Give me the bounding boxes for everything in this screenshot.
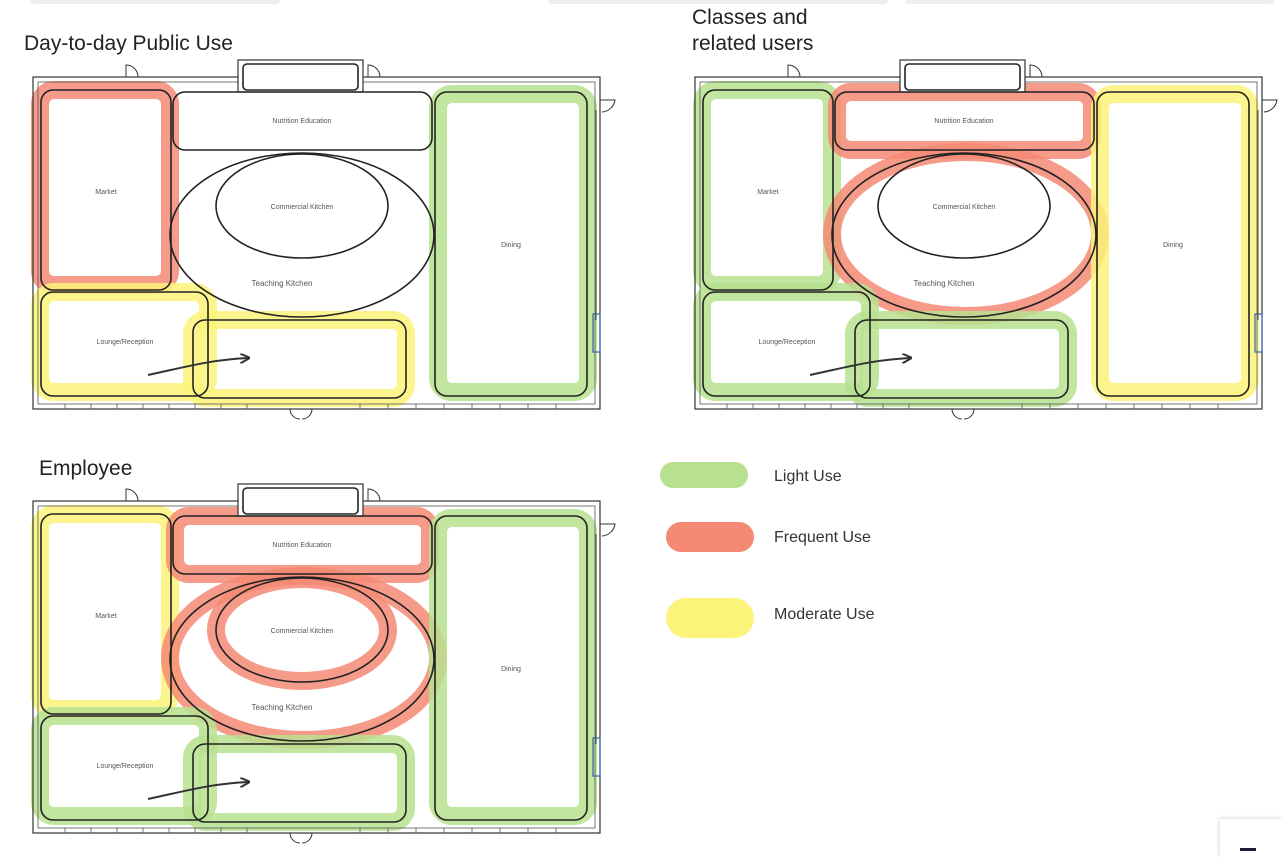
- door-icon: [289, 832, 313, 844]
- plan-title-classes: Classes and related users: [692, 6, 814, 55]
- room-corridor: [854, 319, 1069, 399]
- room-lounge-reception: [702, 291, 871, 397]
- room-lounge-reception: [40, 291, 209, 397]
- room-commercial-kitchen: [877, 153, 1051, 259]
- heat-market-frequent: [31, 81, 179, 294]
- legend-label-moderate: Moderate Use: [774, 606, 875, 623]
- door-icon: [787, 64, 801, 78]
- room-teaching-kitchen: [831, 152, 1097, 318]
- label-dining: Dining: [501, 242, 521, 249]
- minimize-icon[interactable]: [1240, 848, 1256, 851]
- heat-dining-moderate: [1091, 85, 1259, 401]
- door-icon: [367, 488, 381, 502]
- label-dining: Dining: [501, 666, 521, 673]
- vestibule-room: [904, 63, 1021, 91]
- flow-arrow: [147, 358, 248, 376]
- label-commercial-kitchen: Commercial Kitchen: [271, 204, 334, 211]
- heat-corridor-light: [845, 311, 1077, 407]
- label-lounge-reception: Lounge/Reception: [97, 339, 154, 346]
- label-market: Market: [95, 189, 116, 196]
- door-icon: [289, 408, 313, 420]
- door-icon: [1262, 99, 1278, 113]
- top-bar-mid: [548, 0, 888, 4]
- label-commercial-kitchen: Commercial Kitchen: [271, 628, 334, 635]
- room-commercial-kitchen: [215, 577, 389, 683]
- room-dining: [434, 91, 588, 397]
- door-icon: [125, 64, 139, 78]
- room-teaching-kitchen: [169, 576, 435, 742]
- door-icon: [1029, 64, 1043, 78]
- legend-swatch-moderate: [666, 598, 754, 638]
- vestibule-room: [242, 63, 359, 91]
- flow-arrow: [147, 782, 248, 800]
- room-commercial-kitchen: [215, 153, 389, 259]
- room-market: [40, 513, 172, 715]
- label-commercial-kitchen: Commercial Kitchen: [933, 204, 996, 211]
- heat-market-moderate: [31, 505, 179, 718]
- top-bar-left: [30, 0, 280, 4]
- top-bar-right: [905, 0, 1275, 4]
- label-nutrition-education: Nutrition Education: [934, 118, 993, 125]
- door-icon: [125, 488, 139, 502]
- room-teaching-kitchen: [169, 152, 435, 318]
- legend: [660, 462, 754, 638]
- label-teaching-kitchen: Teaching Kitchen: [914, 279, 975, 288]
- heat-dining-light: [429, 509, 597, 825]
- label-teaching-kitchen: Teaching Kitchen: [252, 279, 313, 288]
- room-dining: [434, 515, 588, 821]
- label-nutrition-education: Nutrition Education: [272, 542, 331, 549]
- door-icon: [600, 99, 616, 113]
- heat-corridor-moderate: [183, 311, 415, 407]
- plan-title-employee: Employee: [39, 457, 133, 480]
- room-nutrition-education: [834, 91, 1095, 151]
- room-market: [40, 89, 172, 291]
- room-dining: [1096, 91, 1250, 397]
- legend-swatch-light: [660, 462, 748, 488]
- heat-corridor-light: [183, 735, 415, 831]
- plan-title-public: Day-to-day Public Use: [24, 32, 233, 55]
- door-icon: [951, 408, 975, 420]
- door-icon: [367, 64, 381, 78]
- label-market: Market: [757, 189, 778, 196]
- legend-swatch-frequent: [666, 522, 754, 552]
- label-lounge-reception: Lounge/Reception: [759, 339, 816, 346]
- room-corridor: [192, 743, 407, 823]
- room-lounge-reception: [40, 715, 209, 821]
- flow-arrow: [809, 358, 910, 376]
- room-nutrition-education: [172, 91, 433, 151]
- label-market: Market: [95, 613, 116, 620]
- heat-dining-light: [429, 85, 597, 401]
- heat-market-light: [693, 81, 841, 294]
- room-market: [702, 89, 834, 291]
- room-nutrition-education: [172, 515, 433, 575]
- room-corridor: [192, 319, 407, 399]
- label-nutrition-education: Nutrition Education: [272, 118, 331, 125]
- door-icon: [600, 523, 616, 537]
- label-lounge-reception: Lounge/Reception: [97, 763, 154, 770]
- legend-label-frequent: Frequent Use: [774, 529, 871, 546]
- label-teaching-kitchen: Teaching Kitchen: [252, 703, 313, 712]
- minimize-panel[interactable]: [1220, 819, 1282, 857]
- legend-label-light: Light Use: [774, 468, 842, 485]
- vestibule-room: [242, 487, 359, 515]
- label-dining: Dining: [1163, 242, 1183, 249]
